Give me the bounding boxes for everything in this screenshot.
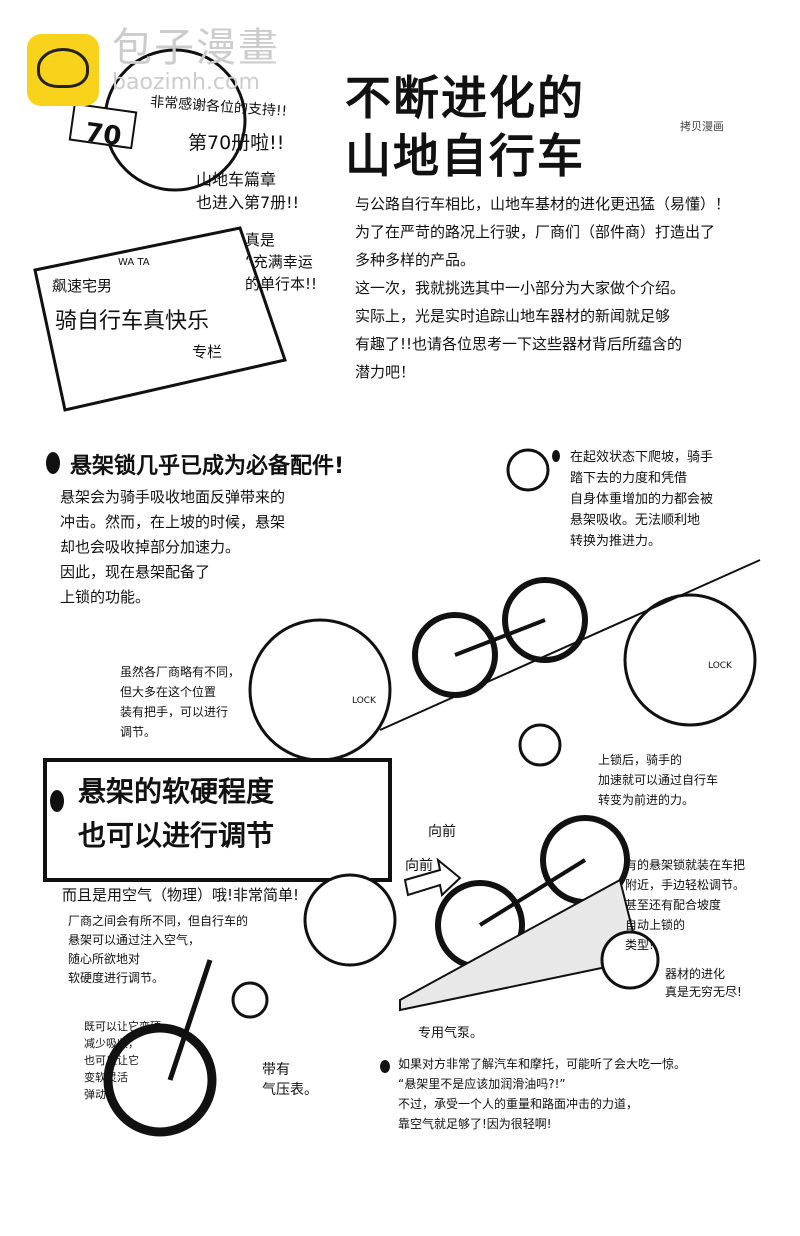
watermark-brand: 包子漫畫 xyxy=(112,25,280,71)
note-lever: 虽然各厂商略有不同， 但大多在这个位置 装有把手，可以进行 调节。 xyxy=(120,665,241,739)
section2-body: 厂商之间会有所不同，但自行车的 悬架可以通过注入空气， 随心所欲地对 软硬度进行… xyxy=(68,914,249,985)
page-title: 不断进化的山地自行车 xyxy=(345,70,585,185)
note-soft: 既可以让它变硬 减少吸收， 也可以让它 变软灵活 弹动。 xyxy=(84,1020,161,1101)
title-line-2: 山地自行车 xyxy=(345,128,585,183)
zoom-circle-lever xyxy=(248,618,392,762)
lock-label-right: LOCK xyxy=(708,661,732,671)
section2-heading: 悬架的软硬程度 也可以进行调节 xyxy=(78,775,275,852)
section2-frame xyxy=(43,758,392,882)
frame-bottom xyxy=(478,858,587,927)
mascot-bottom-head xyxy=(303,873,397,967)
chapter-text: 山地车篇章 也进入第7册!! xyxy=(196,170,300,213)
pump-label: 专用气泵。 xyxy=(418,1026,484,1041)
bullet-icon xyxy=(46,452,60,474)
slope-top xyxy=(379,559,761,731)
wheel-top-front xyxy=(502,577,588,663)
mascot-small-head xyxy=(600,930,660,990)
sign-column: 专栏 xyxy=(192,343,223,361)
watermark-logo xyxy=(27,34,99,106)
lucky-text: 真是 “充满幸运 的单行本!! xyxy=(245,231,318,293)
air-text: 而且是用空气（物理）哦!非常简单! xyxy=(62,886,300,904)
forward-label-1: 向前 xyxy=(428,824,456,840)
evolution-text: 器材的进化 真是无穷无尽! xyxy=(665,967,742,999)
sign-small: 飙速宅男 xyxy=(52,277,113,295)
zoom-circle-lock xyxy=(623,593,757,727)
frame-top xyxy=(454,618,546,657)
title-line-1: 不断进化的 xyxy=(345,71,585,125)
volume-text: 第70册啦!! xyxy=(188,132,285,154)
section1-body: 悬架会为骑手吸收地面反弹带来的 冲击。然而，在上坡的时候，悬架 却也会吸收掉部分… xyxy=(60,488,286,606)
bullet-icon xyxy=(50,790,64,812)
section1-heading: 悬架锁几乎已成为必备配件! xyxy=(70,454,345,479)
arrow-forward xyxy=(403,857,462,897)
cap-number: 70 xyxy=(83,117,124,153)
intro-text: 与公路自行车相比，山地车基材的进化更迅猛（易懂）！ 为了在严苛的路况上行驶，厂商… xyxy=(355,195,731,381)
note-handlebar: 有的悬架锁就装在车把 附近，手边轻松调节。 甚至还有配合坡度 自动上锁的 类型! xyxy=(625,858,746,952)
cap-badge xyxy=(68,102,138,150)
closing-text: 如果对方非常了解汽车和摩托，可能听了会大吃一惊。 “悬架里不是应该加润滑油吗?!… xyxy=(398,1057,687,1131)
watermark-domain: baozimh.com xyxy=(112,70,260,95)
wheel-top-rear xyxy=(412,612,498,698)
bullet-icon xyxy=(552,450,560,462)
note-climb: 在起效状态下爬坡，骑手 踏下去的力度和凭借 自身体重增加的力都会被 悬架吸收。无… xyxy=(570,450,714,549)
credit: 拷贝漫画 xyxy=(680,120,724,133)
rider-bottom-head xyxy=(518,723,562,767)
rider-top-head xyxy=(506,448,550,492)
lock-label-left: LOCK xyxy=(352,696,376,706)
shirt-text: WA TA xyxy=(118,257,150,268)
bun-icon xyxy=(37,48,89,88)
bullet-icon xyxy=(380,1060,390,1073)
forward-label-2: 向前 xyxy=(405,858,433,874)
fork xyxy=(167,959,213,1081)
sign-board xyxy=(33,226,287,412)
sign-big: 骑自行车真快乐 xyxy=(55,309,210,334)
gauge-label: 带有 气压表。 xyxy=(262,1062,318,1098)
note-locked: 上锁后，骑手的 加速就可以通过自行车 转变为前进的力。 xyxy=(598,753,719,807)
wheel-front-large xyxy=(103,1023,217,1137)
pressure-gauge xyxy=(231,981,269,1019)
